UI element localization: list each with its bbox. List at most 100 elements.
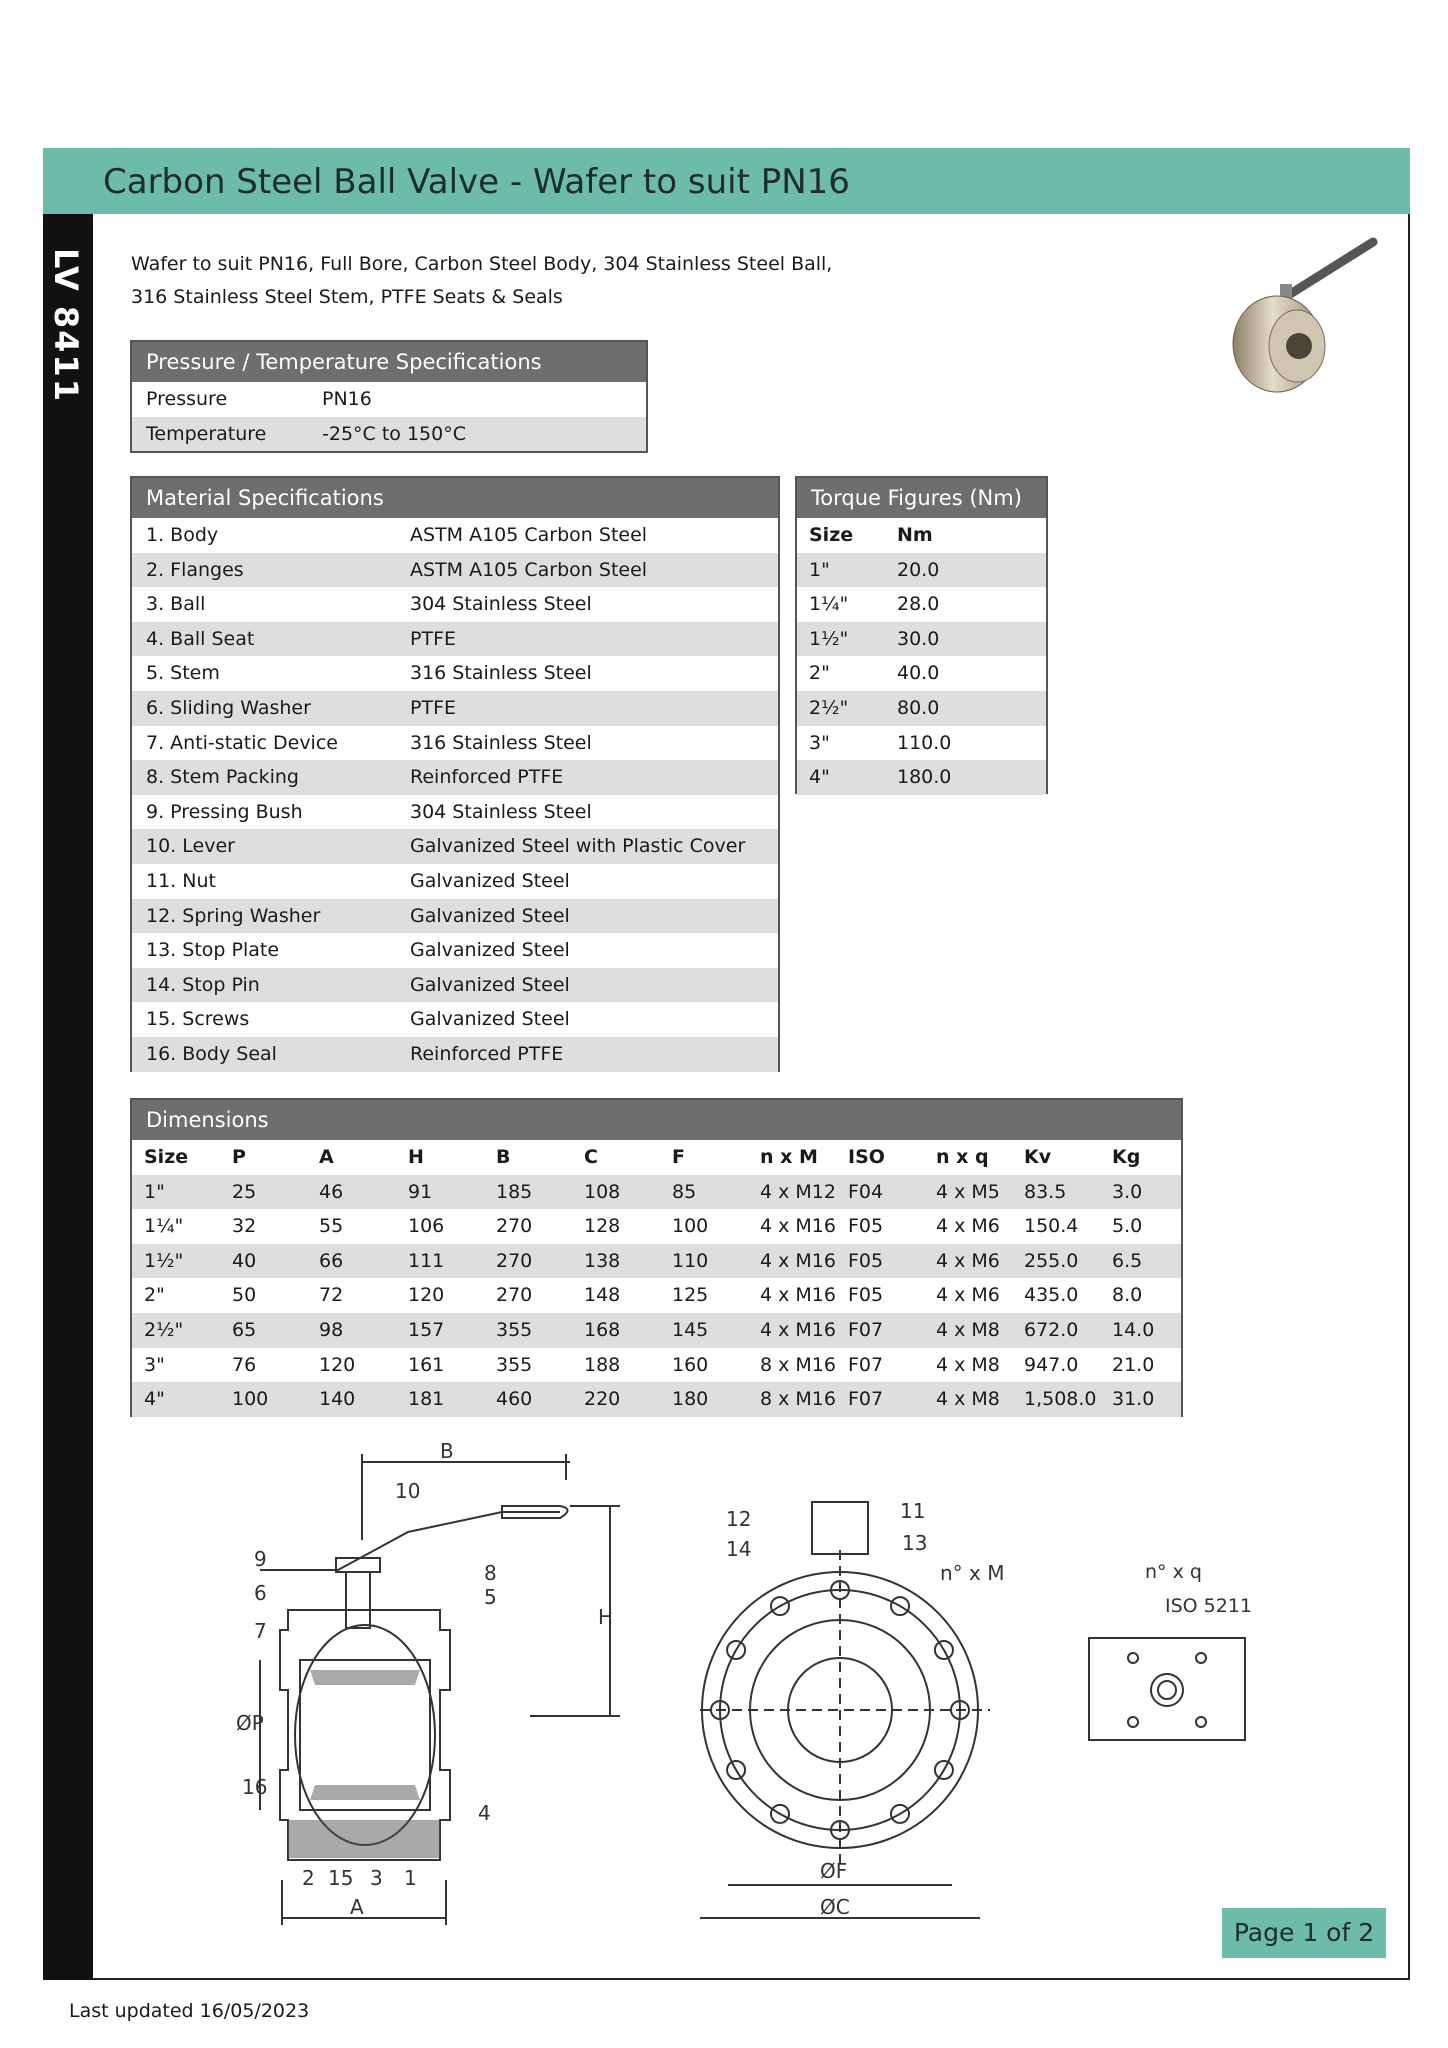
- table-cell: 4": [809, 766, 830, 789]
- table-cell: 4 x M16: [760, 1249, 836, 1272]
- table-row: Pressure PN16: [132, 382, 646, 417]
- hatch-top: [310, 1670, 420, 1685]
- table-cell: 1": [809, 558, 830, 581]
- table-row: 1¼"28.0: [797, 587, 1046, 622]
- table-cell: Size: [809, 524, 854, 546]
- table-cell: Nm: [897, 524, 933, 546]
- table-row: 16. Body Seal Reinforced PTFE: [132, 1036, 778, 1072]
- table-cell: Galvanized Steel: [410, 1008, 570, 1031]
- hatch-bottom: [310, 1785, 420, 1800]
- lever-grip: [501, 1505, 569, 1519]
- label-4: 4: [478, 1801, 491, 1825]
- table-cell: 1½": [144, 1249, 184, 1272]
- pressure-table-heading: Pressure / Temperature Specifications: [132, 342, 646, 382]
- table-cell: 100: [672, 1215, 709, 1238]
- intro-line-2: 316 Stainless Steel Stem, PTFE Seats & S…: [131, 286, 563, 308]
- iso-hole: [1127, 1652, 1139, 1664]
- table-cell: 2": [809, 662, 830, 685]
- product-photo: [1232, 237, 1378, 393]
- table-cell: 4 x M6: [936, 1215, 1000, 1238]
- table-cell: 355: [496, 1318, 533, 1341]
- table-cell: Galvanized Steel: [410, 939, 570, 962]
- table-cell: 185: [496, 1180, 533, 1203]
- table-cell: 46: [319, 1180, 344, 1203]
- table-cell: F07: [848, 1318, 884, 1341]
- table-cell: Reinforced PTFE: [410, 1042, 564, 1065]
- table-cell: F07: [848, 1353, 884, 1376]
- table-cell: 1¼": [144, 1215, 184, 1238]
- table-cell: n x q: [936, 1146, 989, 1168]
- pressure-table: Pressure / Temperature Specifications Pr…: [130, 340, 648, 453]
- top-mount: [811, 1501, 869, 1555]
- table-cell: 11. Nut: [146, 869, 216, 892]
- table-cell: Kv: [1024, 1146, 1052, 1168]
- label-7: 7: [254, 1619, 267, 1643]
- table-cell: Galvanized Steel: [410, 973, 570, 996]
- table-cell: A: [319, 1146, 334, 1168]
- table-cell: 270: [496, 1249, 533, 1272]
- table-cell: 161: [408, 1353, 445, 1376]
- table-cell: ISO: [848, 1146, 885, 1168]
- table-cell: 2½": [144, 1318, 184, 1341]
- table-row: 2½"80.0: [797, 690, 1046, 726]
- stem-body: [345, 1571, 371, 1629]
- label-1: 1: [404, 1866, 417, 1890]
- table-cell: 140: [319, 1388, 356, 1411]
- table-cell: 16. Body Seal: [146, 1042, 277, 1065]
- table-cell: 65: [232, 1318, 257, 1341]
- bolt-hole: [710, 1700, 730, 1720]
- bolt-hole: [950, 1700, 970, 1720]
- table-cell: 80.0: [897, 696, 940, 719]
- bolt-hole: [890, 1596, 910, 1617]
- table-cell: 355: [496, 1353, 533, 1376]
- table-cell: 72: [319, 1284, 344, 1307]
- iso-center-stem: [1157, 1680, 1177, 1700]
- label-p: ØP: [236, 1711, 264, 1735]
- table-cell: 108: [584, 1180, 621, 1203]
- table-cell: 3.0: [1112, 1180, 1143, 1203]
- table-cell: 91: [408, 1180, 433, 1203]
- table-header-row: Size Nm: [797, 518, 1046, 553]
- table-cell: 128: [584, 1215, 621, 1238]
- bolt-hole: [933, 1760, 954, 1780]
- label-nxq: n° x q: [1145, 1561, 1202, 1583]
- table-cell: 6. Sliding Washer: [146, 696, 311, 719]
- table-cell: 188: [584, 1353, 621, 1376]
- table-cell: 20.0: [897, 558, 940, 581]
- table-cell: 66: [319, 1249, 344, 1272]
- bolt-hole: [890, 1803, 910, 1824]
- bolt-hole: [726, 1760, 747, 1780]
- table-cell: Size: [144, 1146, 189, 1168]
- dimensions-table-heading: Dimensions: [132, 1100, 1181, 1140]
- table-cell: 270: [496, 1215, 533, 1238]
- page-title: Carbon Steel Ball Valve - Wafer to suit …: [103, 162, 850, 202]
- table-row: 3"110.0: [797, 726, 1046, 761]
- table-cell: 1½": [809, 627, 849, 650]
- bolt-hole: [830, 1580, 850, 1600]
- table-cell: Galvanized Steel: [410, 904, 570, 927]
- ball-outline: [294, 1624, 436, 1846]
- table-cell: 8.0: [1112, 1284, 1143, 1307]
- table-cell: 1": [144, 1180, 165, 1203]
- table-cell: 4 x M6: [936, 1249, 1000, 1272]
- label-a: A: [350, 1895, 364, 1919]
- table-cell: 85: [672, 1180, 697, 1203]
- table-cell: Galvanized Steel with Plastic Cover: [410, 835, 746, 858]
- table-cell: 110: [672, 1249, 709, 1272]
- spec-value: PN16: [322, 388, 372, 410]
